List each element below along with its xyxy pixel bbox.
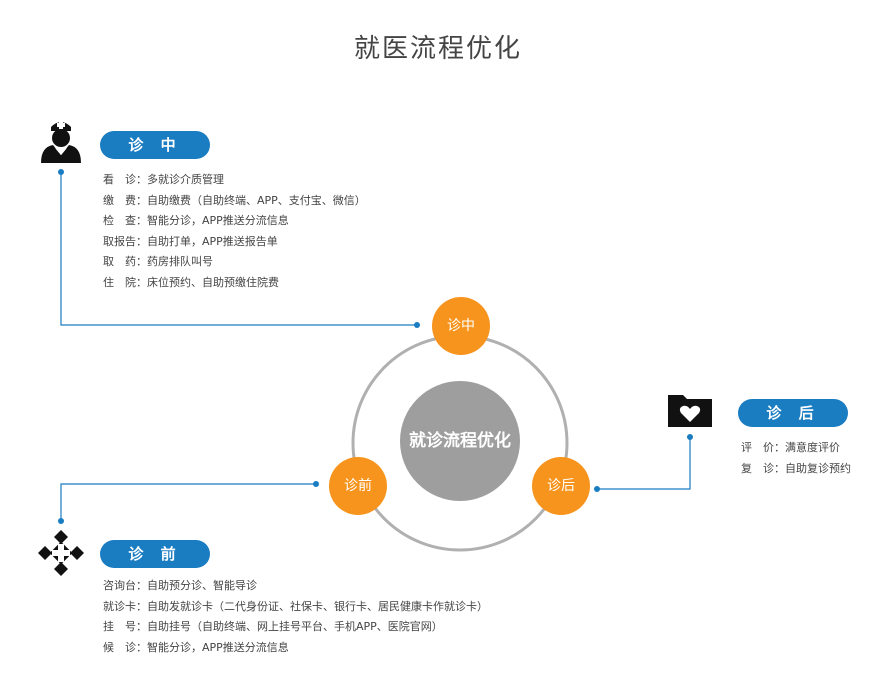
pill-before: 诊 前	[100, 540, 210, 568]
list-before: 咨询台：自助预分诊、智能导诊 就诊卡：自助发就诊卡（二代身份证、社保卡、银行卡、…	[103, 576, 488, 658]
list-item: 就诊卡：自助发就诊卡（二代身份证、社保卡、银行卡、居民健康卡作就诊卡）	[103, 599, 488, 613]
connector-before	[60, 483, 316, 521]
list-item: 住 院：床位预约、自助预缴住院费	[103, 275, 279, 289]
connector-dot-during-start	[58, 169, 64, 175]
connector-dot-before-end	[313, 481, 319, 487]
center-circle: 就诊流程优化	[400, 381, 520, 501]
connector-dot-after-start	[687, 434, 693, 440]
list-item: 缴 费：自助缴费（自助终端、APP、支付宝、微信）	[103, 193, 366, 207]
list-item: 看 诊：多就诊介质管理	[103, 173, 224, 186]
connector-dot-before-start	[58, 518, 64, 524]
connector-dot-during-end	[414, 322, 420, 328]
list-item: 检 查：智能分诊，APP推送分流信息	[103, 214, 289, 227]
list-item: 咨询台：自助预分诊、智能导诊	[103, 579, 257, 592]
nurse-icon	[41, 121, 81, 163]
list-item: 复 诊：自助复诊预约	[741, 461, 851, 475]
pill-during: 诊 中	[100, 131, 210, 159]
list-during: 看 诊：多就诊介质管理 缴 费：自助缴费（自助终端、APP、支付宝、微信） 检 …	[103, 170, 366, 293]
list-after: 评 价：满意度评价 复 诊：自助复诊预约	[741, 438, 851, 479]
connector-dot-after-end	[594, 486, 600, 492]
list-item: 评 价：满意度评价	[741, 441, 840, 454]
connector-after	[597, 437, 691, 490]
connector-during	[60, 172, 417, 326]
page-title: 就医流程优化	[353, 34, 522, 64]
node-during: 诊中	[432, 297, 490, 355]
list-item: 取 药：药房排队叫号	[103, 255, 213, 268]
node-before: 诊前	[329, 457, 387, 515]
list-item: 取报告：自助打单，APP推送报告单	[103, 234, 278, 248]
heart-folder-icon	[668, 395, 712, 427]
medical-cross-icon	[38, 530, 84, 576]
list-item: 候 诊：智能分诊，APP推送分流信息	[103, 640, 289, 654]
pill-after: 诊 后	[738, 399, 848, 427]
node-after: 诊后	[532, 457, 590, 515]
list-item: 挂 号：自助挂号（自助终端、网上挂号平台、手机APP、医院官网）	[103, 620, 443, 633]
